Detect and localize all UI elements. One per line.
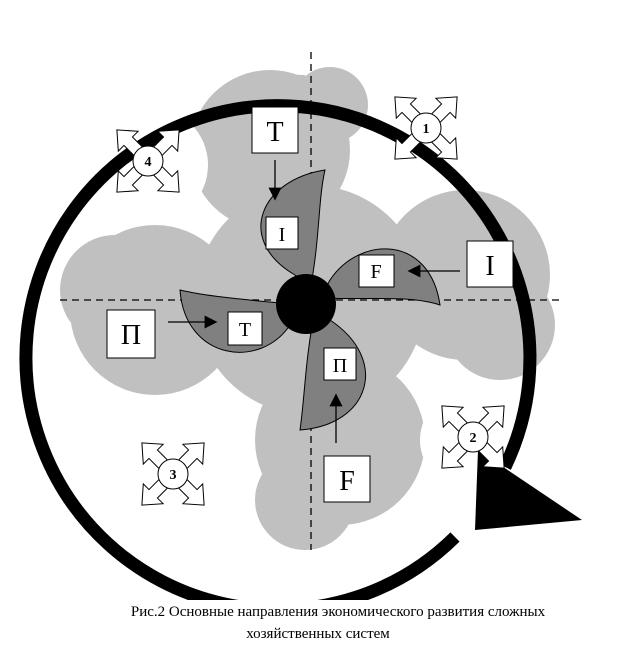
- direction-marker-3: 3: [131, 432, 215, 516]
- figure-caption-line1: Рис.2 Основные направления экономическог…: [130, 604, 546, 620]
- diagram-canvas: T I F П I F П T 1 2 3: [19, 52, 582, 600]
- rotation-arrowhead: [475, 450, 582, 530]
- inner-label-left: T: [227, 311, 263, 346]
- central-hub: [276, 274, 336, 334]
- inner-label-left-text: T: [239, 319, 251, 341]
- outer-label-left-text: П: [121, 320, 141, 351]
- direction-marker-1: 1: [384, 86, 468, 170]
- outer-label-right-text: I: [485, 251, 494, 282]
- direction-marker-number: 4: [145, 155, 152, 170]
- outer-ring: [19, 99, 537, 600]
- figure-caption-line2: хозяйственных систем: [246, 626, 390, 642]
- inner-label-top: I: [265, 216, 299, 250]
- direction-marker-2: 2: [431, 395, 515, 479]
- direction-marker-number: 1: [423, 122, 430, 137]
- inner-label-right: F: [358, 254, 395, 288]
- outer-label-right: I: [407, 240, 514, 288]
- inner-label-bottom: П: [323, 347, 357, 381]
- outer-label-left: П: [106, 309, 218, 359]
- inner-label-right-text: F: [370, 261, 381, 283]
- inner-label-top-text: I: [279, 224, 286, 246]
- direction-marker-number: 2: [470, 431, 477, 446]
- inner-label-bottom-text: П: [333, 355, 347, 377]
- outer-label-top-text: T: [266, 117, 283, 148]
- outer-label-bottom-text: F: [339, 466, 355, 497]
- outer-label-bottom: F: [323, 393, 371, 503]
- direction-marker-4: 4: [106, 119, 190, 203]
- direction-marker-number: 3: [170, 468, 177, 483]
- outer-label-top: T: [251, 106, 299, 201]
